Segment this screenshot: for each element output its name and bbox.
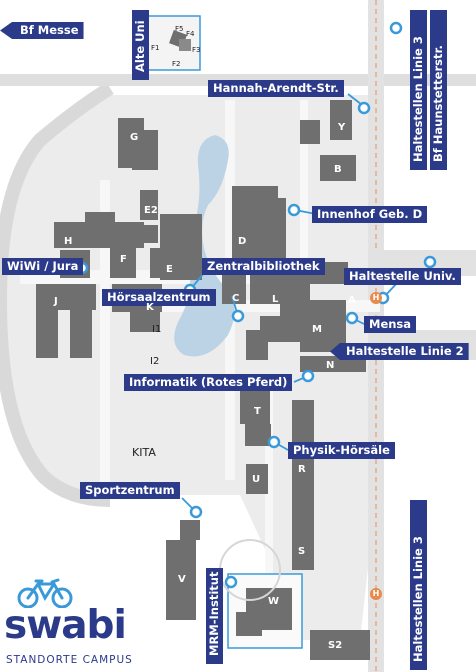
label-haltestellen-linie3-bottom[interactable]: Haltestellen Linie 3 xyxy=(410,500,427,670)
building-T: T xyxy=(254,406,261,417)
building-S2: S2 xyxy=(328,640,343,651)
building-F1: F1 xyxy=(151,44,160,52)
building-F2: F2 xyxy=(172,60,181,68)
building-A: A xyxy=(348,295,356,306)
building-U: U xyxy=(252,474,261,485)
building-J: J xyxy=(54,296,58,307)
building-Y: Y xyxy=(338,122,346,133)
label-alte-uni[interactable]: Alte Uni xyxy=(132,10,149,80)
building-G: G xyxy=(130,132,139,143)
building-I1: I1 xyxy=(152,324,162,335)
building-E: E xyxy=(166,264,173,275)
kita-label: KITA xyxy=(132,446,156,459)
label-physik[interactable]: Physik-Hörsäle xyxy=(288,442,395,459)
bicycle-icon xyxy=(17,578,73,608)
logo-name: swabi xyxy=(4,603,127,648)
label-sportzentrum[interactable]: Sportzentrum xyxy=(80,482,180,499)
label-haltestelle-univ[interactable]: Haltestelle Univ. xyxy=(344,268,461,285)
label-mrm-institut[interactable]: MRM-Institut xyxy=(206,568,223,664)
building-B: B xyxy=(334,164,342,175)
bus-stop-icon: H xyxy=(370,588,382,600)
label-bf-messe[interactable]: Bf Messe xyxy=(0,22,84,39)
building-C: C xyxy=(232,293,240,304)
swabi-logo: swabi STANDORTE CAMPUS xyxy=(4,578,154,672)
building-S: S xyxy=(298,546,306,557)
logo-subtitle: STANDORTE CAMPUS xyxy=(6,654,133,666)
building-F4: F4 xyxy=(186,30,195,38)
label-bf-haunstetter[interactable]: Bf Haunstetterstr. xyxy=(430,10,447,170)
label-informatik[interactable]: Informatik (Rotes Pferd) xyxy=(124,374,293,391)
label-zentralbibliothek[interactable]: Zentralbibliothek xyxy=(202,258,325,275)
label-haltestellen-linie3-top[interactable]: Haltestellen Linie 3 xyxy=(410,10,427,170)
building-K: K xyxy=(146,302,154,313)
building-N: N xyxy=(326,360,335,371)
bus-stop-icon: H xyxy=(370,292,382,304)
label-innenhof[interactable]: Innenhof Geb. D xyxy=(312,206,428,223)
label-mensa[interactable]: Mensa xyxy=(364,316,417,333)
building-M: M xyxy=(312,324,322,335)
building-I2: I2 xyxy=(150,356,160,367)
label-hannah-arendt[interactable]: Hannah-Arendt-Str. xyxy=(208,80,344,97)
label-wiwi-jura[interactable]: WiWi / Jura xyxy=(2,258,84,275)
building-L: L xyxy=(272,294,279,305)
building-E2: E2 xyxy=(144,205,158,216)
building-F5: F5 xyxy=(175,25,184,33)
building-W: W xyxy=(268,596,280,607)
building-H: H xyxy=(64,236,73,247)
building-V: V xyxy=(178,574,186,585)
building-R: R xyxy=(298,464,306,475)
label-hoersaalzentrum[interactable]: Hörsaalzentrum xyxy=(102,289,216,306)
building-D: D xyxy=(238,236,247,247)
label-haltestelle-linie2[interactable]: Haltestelle Linie 2 xyxy=(330,343,469,360)
building-F3: F3 xyxy=(192,46,201,54)
building-F: F xyxy=(120,254,127,265)
